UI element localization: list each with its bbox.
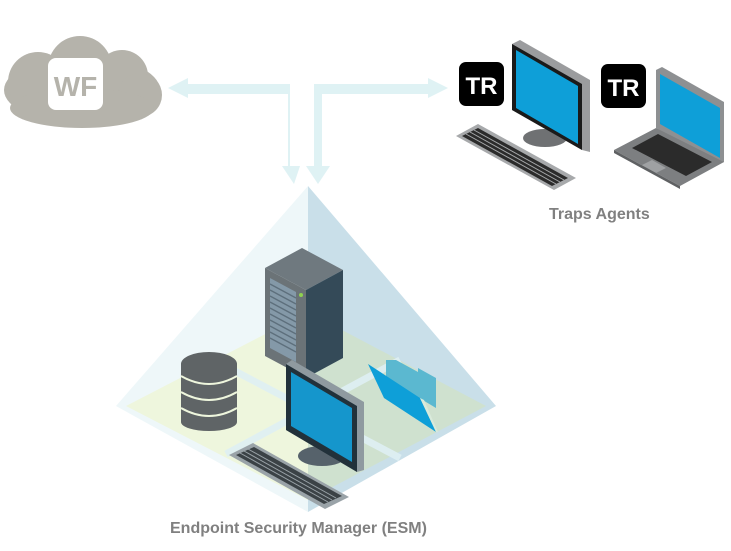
arrow-to-cloud-icon [168, 78, 300, 184]
laptop-icon [614, 67, 724, 189]
agent-laptop: TR [601, 64, 724, 189]
tr-badge-laptop-text: TR [608, 75, 640, 102]
wildfire-cloud: WF [4, 36, 162, 128]
keyboard-icon [456, 124, 576, 190]
tr-badge-laptop [601, 64, 646, 108]
server-status-led [299, 293, 303, 297]
desktop-computer-icon [512, 40, 590, 152]
server-tower-icon [265, 248, 343, 378]
desktop-computer-icon [286, 360, 364, 472]
arrow-to-agents-icon [306, 78, 448, 184]
tr-badge-desktop [459, 62, 504, 106]
wf-badge-text: WF [54, 71, 98, 102]
database-icon [180, 352, 238, 431]
esm-workstation [229, 360, 364, 509]
folder-icon [368, 360, 438, 432]
agent-desktop: TR [456, 40, 590, 190]
traps-agents-label: Traps Agents [549, 206, 650, 223]
wf-badge [48, 58, 103, 110]
esm-label: Endpoint Security Manager (ESM) [170, 520, 427, 537]
tr-badge-desktop-text: TR [466, 73, 498, 100]
keyboard-icon [229, 443, 349, 509]
connector-arrows [168, 78, 448, 184]
